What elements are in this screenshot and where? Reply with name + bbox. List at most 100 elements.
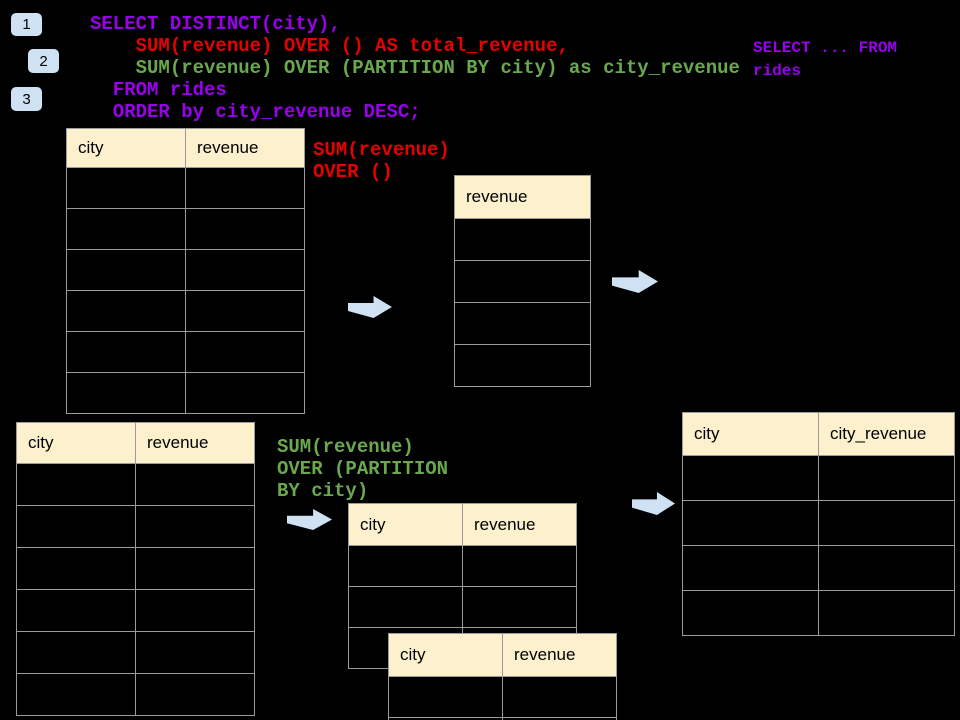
step-badge-1: 1 xyxy=(11,13,42,36)
empty-cell xyxy=(185,208,305,250)
table-row xyxy=(66,331,305,373)
empty-cell xyxy=(454,302,591,345)
sql-code-line: ORDER by city_revenue DESC; xyxy=(90,101,421,123)
table-row xyxy=(66,290,305,332)
table-total-revenue-result: revenue xyxy=(454,175,591,387)
sql-code-line: SELECT DISTINCT(city), xyxy=(90,13,341,35)
empty-cell xyxy=(16,673,136,716)
table-row xyxy=(16,463,255,506)
step-badge-2: 2 xyxy=(28,49,59,73)
empty-cell xyxy=(682,590,819,636)
sql-side-note: SELECT ... FROM rides xyxy=(753,39,898,80)
column-header-city: city xyxy=(388,633,503,677)
empty-cell xyxy=(135,505,255,548)
empty-cell xyxy=(135,673,255,716)
table-row xyxy=(66,167,305,209)
empty-cell xyxy=(185,331,305,373)
table-row xyxy=(16,547,255,590)
empty-cell xyxy=(135,547,255,590)
window-total-annotation: SUM(revenue) OVER () xyxy=(313,139,450,183)
column-header-revenue: revenue xyxy=(462,503,577,546)
step-badge-3: 3 xyxy=(11,87,42,111)
table-row xyxy=(348,545,577,587)
flow-arrow-from-total-result xyxy=(612,270,658,293)
empty-cell xyxy=(66,372,186,414)
table-row xyxy=(454,344,591,387)
column-header-revenue: revenue xyxy=(454,175,591,219)
empty-cell xyxy=(462,545,577,587)
empty-cell xyxy=(682,500,819,546)
empty-cell xyxy=(682,545,819,591)
flow-arrow-to-city-revenue-result xyxy=(632,492,675,515)
table-row xyxy=(388,717,617,720)
column-header-revenue: revenue xyxy=(185,128,305,168)
empty-cell xyxy=(66,167,186,209)
table-row xyxy=(66,249,305,291)
flow-arrow-to-partition-table xyxy=(287,509,332,530)
sql-code-line: SUM(revenue) OVER (PARTITION BY city) as… xyxy=(90,57,740,79)
column-header-city: city xyxy=(682,412,819,456)
table-row xyxy=(16,673,255,716)
empty-cell xyxy=(16,631,136,674)
table-row xyxy=(348,586,577,628)
table-row xyxy=(66,372,305,414)
empty-cell xyxy=(135,589,255,632)
table-row xyxy=(388,676,617,718)
empty-cell xyxy=(502,676,617,718)
empty-cell xyxy=(185,249,305,291)
empty-cell xyxy=(66,249,186,291)
empty-cell xyxy=(818,500,955,546)
flow-arrow-to-total-result xyxy=(348,296,392,318)
empty-cell xyxy=(185,372,305,414)
empty-cell xyxy=(16,547,136,590)
empty-cell xyxy=(135,631,255,674)
empty-cell xyxy=(348,545,463,587)
sql-code-line: SUM(revenue) OVER () AS total_revenue, xyxy=(90,35,569,57)
empty-cell xyxy=(185,290,305,332)
empty-cell xyxy=(818,455,955,501)
empty-cell xyxy=(454,218,591,261)
table-row xyxy=(454,302,591,345)
column-header-city: city xyxy=(348,503,463,546)
empty-cell xyxy=(66,208,186,250)
table-row xyxy=(66,208,305,250)
column-header-revenue: revenue xyxy=(502,633,617,677)
table-row xyxy=(454,218,591,261)
sql-code-line: FROM rides xyxy=(90,79,227,101)
column-header-revenue: revenue xyxy=(135,422,255,464)
table-row xyxy=(682,455,955,501)
table-row xyxy=(682,545,955,591)
empty-cell xyxy=(66,290,186,332)
empty-cell xyxy=(682,455,819,501)
empty-cell xyxy=(454,260,591,303)
table-row xyxy=(682,500,955,546)
sql-code-block: SELECT DISTINCT(city), SUM(revenue) OVER… xyxy=(90,13,740,123)
window-partition-annotation: SUM(revenue) OVER (PARTITION BY city) xyxy=(277,436,449,502)
table-row xyxy=(16,589,255,632)
empty-cell xyxy=(454,344,591,387)
empty-cell xyxy=(66,331,186,373)
empty-cell xyxy=(388,676,503,718)
empty-cell xyxy=(818,590,955,636)
empty-cell xyxy=(16,505,136,548)
table-row xyxy=(16,631,255,674)
table-row xyxy=(682,590,955,636)
empty-cell xyxy=(502,717,617,720)
empty-cell xyxy=(16,589,136,632)
empty-cell xyxy=(462,586,577,628)
empty-cell xyxy=(818,545,955,591)
column-header-city: city xyxy=(16,422,136,464)
empty-cell xyxy=(135,463,255,506)
column-header-city: city xyxy=(66,128,186,168)
table-row xyxy=(16,505,255,548)
table-row xyxy=(454,260,591,303)
